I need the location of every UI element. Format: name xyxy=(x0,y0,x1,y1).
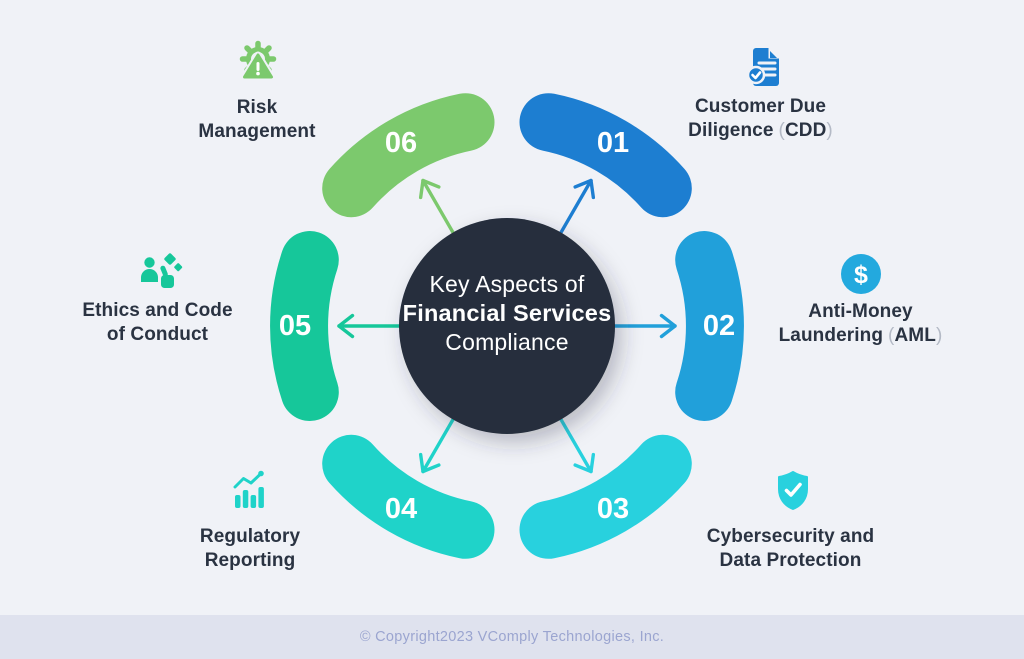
label-ethics-code-of-conduct: Ethics and Code of Conduct xyxy=(45,299,270,346)
label-line: Anti-Money xyxy=(808,301,913,322)
label-line: Ethics and Code xyxy=(82,300,233,321)
person-thumbsup-icon xyxy=(136,249,184,297)
arrow-to-02-icon xyxy=(608,313,677,339)
radial-arrows xyxy=(337,178,677,474)
bar-chart-icon xyxy=(226,467,274,515)
label-risk-management: Risk Management xyxy=(157,96,357,143)
label-acronym: AML xyxy=(894,324,936,346)
label-customer-due-diligence: Customer Due Diligence(CDD) xyxy=(648,95,873,142)
arrow-to-01-icon xyxy=(556,178,596,239)
document-check-icon xyxy=(742,44,790,92)
label-line: Data Protection xyxy=(719,549,862,571)
label-line: Management xyxy=(198,120,316,142)
label-line: Risk xyxy=(236,97,278,118)
label-line: Regulatory xyxy=(199,526,301,547)
label-word: Laundering xyxy=(778,324,884,346)
segment-arc-02 xyxy=(675,231,744,421)
label-line: Customer Due xyxy=(694,96,827,117)
arrow-to-03-icon xyxy=(556,413,596,474)
segment-arc-05 xyxy=(270,231,339,421)
label-line: of Conduct xyxy=(106,323,209,345)
label-line: Cybersecurity and xyxy=(706,526,875,547)
label-word: Diligence xyxy=(688,119,774,141)
arrow-to-06-icon xyxy=(418,178,458,239)
segment-number-04: 04 xyxy=(385,493,417,525)
shield-check-icon xyxy=(769,467,817,515)
paren-open: ( xyxy=(888,324,895,346)
label-anti-money-laundering: Anti-Money Laundering(AML) xyxy=(748,300,973,347)
title-line-3: Compliance xyxy=(445,329,569,355)
segment-number-01: 01 xyxy=(597,127,629,159)
arrow-to-04-icon xyxy=(418,413,458,474)
footer-bar: © Copyright2023 VComply Technologies, In… xyxy=(0,615,1024,659)
segment-number-03: 03 xyxy=(597,493,629,525)
paren-close: ) xyxy=(826,119,833,141)
segment-number-05: 05 xyxy=(279,310,311,342)
gear-warning-icon xyxy=(234,40,282,88)
label-acronym: CDD xyxy=(784,119,827,141)
copyright-text: © Copyright2023 VComply Technologies, In… xyxy=(359,629,665,645)
title-line-1: Key Aspects of xyxy=(429,271,585,297)
label-regulatory-reporting: Regulatory Reporting xyxy=(150,525,350,572)
arrow-to-05-icon xyxy=(337,313,406,339)
label-line: Laundering(AML) xyxy=(748,324,973,348)
dollar-circle-icon: $ xyxy=(837,250,885,298)
title-line-2: Financial Services xyxy=(402,300,612,326)
segment-arc-04 xyxy=(322,434,495,559)
paren-open: ( xyxy=(778,119,785,141)
label-line: Diligence(CDD) xyxy=(648,119,873,143)
svg-text:$: $ xyxy=(854,261,868,289)
label-cybersecurity: Cybersecurity and Data Protection xyxy=(668,525,913,572)
segment-number-06: 06 xyxy=(385,127,417,159)
segment-number-02: 02 xyxy=(703,310,735,342)
label-line: Reporting xyxy=(204,549,296,571)
center-circle xyxy=(399,218,615,434)
diagram-title: Key Aspects of Financial Services Compli… xyxy=(377,270,637,357)
segment-arc-03 xyxy=(519,434,692,559)
segment-arc-01 xyxy=(519,93,692,218)
paren-close: ) xyxy=(935,324,943,346)
segment-arc-06 xyxy=(322,93,495,218)
